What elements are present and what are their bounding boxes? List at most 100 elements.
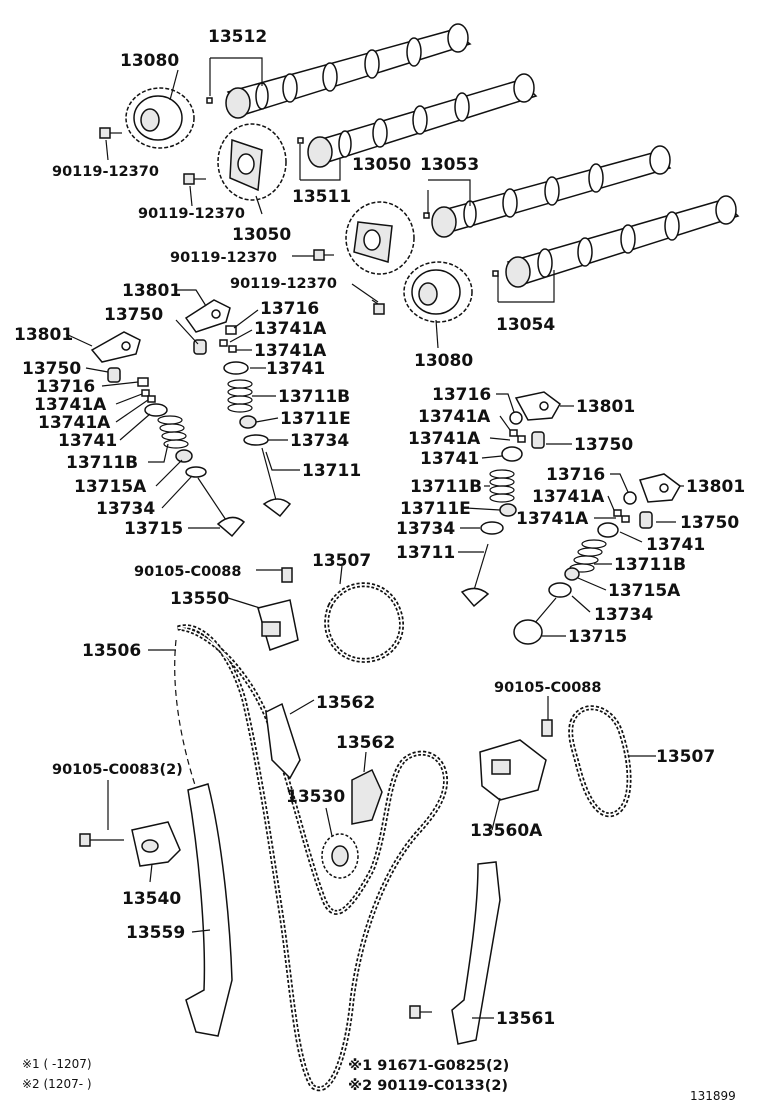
label-13511: 13511 [292, 187, 351, 207]
label-13741A: 13741A [532, 487, 605, 507]
label-13053: 13053 [420, 155, 479, 175]
valve-stem-cap-13716 [137, 377, 149, 387]
label-13711B: 13711B [410, 477, 482, 497]
label-90119-12370: 90119-12370 [170, 250, 277, 266]
bolt-icon [79, 833, 124, 847]
lash-adjuster-13750 [639, 511, 653, 529]
bolt-icon [541, 719, 553, 737]
camshaft-4 [505, 195, 740, 288]
knock-pin [297, 137, 304, 144]
label-13562: 13562 [316, 693, 375, 713]
valve-13711 [261, 447, 292, 518]
footnote-part-90119: ※2 90119-C0133(2) [348, 1078, 508, 1094]
spring-seat-13734 [480, 521, 504, 535]
label-90105-C0088: 90105-C0088 [494, 680, 601, 696]
valve-keeper [141, 389, 150, 397]
label-90105-C0088: 90105-C0088 [134, 564, 241, 580]
label-13734: 13734 [96, 499, 155, 519]
valve-keeper [219, 339, 228, 347]
label-13750: 13750 [680, 513, 739, 533]
valve-seal-13711E [499, 503, 517, 517]
vvt-gear-13080-lower [403, 261, 473, 323]
spring-retainer-13741 [501, 446, 523, 462]
label-13741A: 13741A [254, 319, 327, 339]
footnotes: ※1 ( -1207) ※2 (1207- ) ※1 91671-G0825(2… [22, 1057, 736, 1103]
label-13715A: 13715A [608, 581, 681, 601]
label-13734: 13734 [290, 431, 349, 451]
valve-keeper [509, 429, 518, 437]
valve-spring-13711B [157, 415, 189, 449]
label-13715: 13715 [568, 627, 627, 647]
chain-slipper-13562-lower [351, 768, 383, 825]
camshaft-1 [225, 23, 472, 119]
label-90119-12370: 90119-12370 [230, 276, 337, 292]
label-13801: 13801 [576, 397, 635, 417]
label-13050: 13050 [352, 155, 411, 175]
valve-13715 [197, 477, 246, 538]
label-13734: 13734 [594, 605, 653, 625]
valve-seal-13715A [564, 567, 580, 581]
valve-13715 [513, 597, 557, 645]
valve-stem-cap-13716 [509, 411, 523, 425]
chain-tensioner-13550 [257, 567, 299, 651]
label-13741A: 13741A [254, 341, 327, 361]
label-13512: 13512 [208, 27, 267, 47]
chain-guide-13561 [451, 861, 501, 1045]
label-13741: 13741 [646, 535, 705, 555]
rocker-arm-13801 [90, 331, 141, 363]
valve-keeper [621, 515, 630, 523]
valve-keeper [613, 509, 622, 517]
label-13050: 13050 [232, 225, 291, 245]
chain-guide-13559 [185, 783, 233, 1037]
footnote-1: ※1 ( -1207) [22, 1057, 92, 1071]
label-13741A: 13741A [38, 413, 111, 433]
valve-13711 [460, 543, 490, 608]
rocker-arm-13801 [514, 391, 561, 421]
label-13750: 13750 [22, 359, 81, 379]
label-13711B: 13711B [278, 387, 350, 407]
part-labels: 13080 13512 90119-12370 90119-12370 1305… [14, 27, 745, 1029]
chain-tensioner-13560A [479, 719, 553, 801]
valve-stem-cap-13716 [225, 325, 237, 335]
label-13801: 13801 [686, 477, 745, 497]
spring-seat-13734 [185, 466, 207, 478]
bolt-icon [371, 299, 385, 315]
label-13741: 13741 [266, 359, 325, 379]
label-13080: 13080 [120, 51, 179, 71]
spring-seat-13734 [243, 434, 269, 446]
timing-chain-13506 [177, 624, 448, 1092]
label-13716: 13716 [36, 377, 95, 397]
spring-retainer-13741 [597, 522, 619, 538]
valve-spring-13711B [227, 379, 253, 413]
label-13741: 13741 [420, 449, 479, 469]
rocker-arm-13801 [184, 299, 231, 333]
label-13741A: 13741A [516, 509, 589, 529]
bolt-icon [409, 1005, 432, 1019]
timing-chain-13506-outer [174, 639, 201, 801]
label-13711B: 13711B [66, 453, 138, 473]
label-13080: 13080 [414, 351, 473, 371]
label-13711E: 13711E [280, 409, 351, 429]
label-13559: 13559 [126, 923, 185, 943]
footnote-part-91671: ※1 91671-G0825(2) [348, 1058, 509, 1074]
spring-seat-13734 [548, 582, 572, 598]
valve-keeper [517, 435, 526, 443]
crank-sprocket-13530 [321, 833, 359, 879]
bolt-icon [313, 249, 334, 261]
label-90119-12370: 90119-12370 [52, 164, 159, 180]
cam-gear-13050-lower [345, 201, 415, 275]
knock-pin [206, 97, 213, 104]
label-13741: 13741 [58, 431, 117, 451]
label-90119-12370: 90119-12370 [138, 206, 245, 222]
valve-stem-cap-13716 [623, 491, 637, 505]
label-13054: 13054 [496, 315, 555, 335]
bolt-icon [281, 567, 293, 583]
label-13801: 13801 [122, 281, 181, 301]
lash-adjuster-13750 [531, 431, 545, 449]
footnote-2: ※2 (1207- ) [22, 1077, 92, 1091]
label-13801: 13801 [14, 325, 73, 345]
label-13561: 13561 [496, 1009, 555, 1029]
label-13530: 13530 [286, 787, 345, 807]
